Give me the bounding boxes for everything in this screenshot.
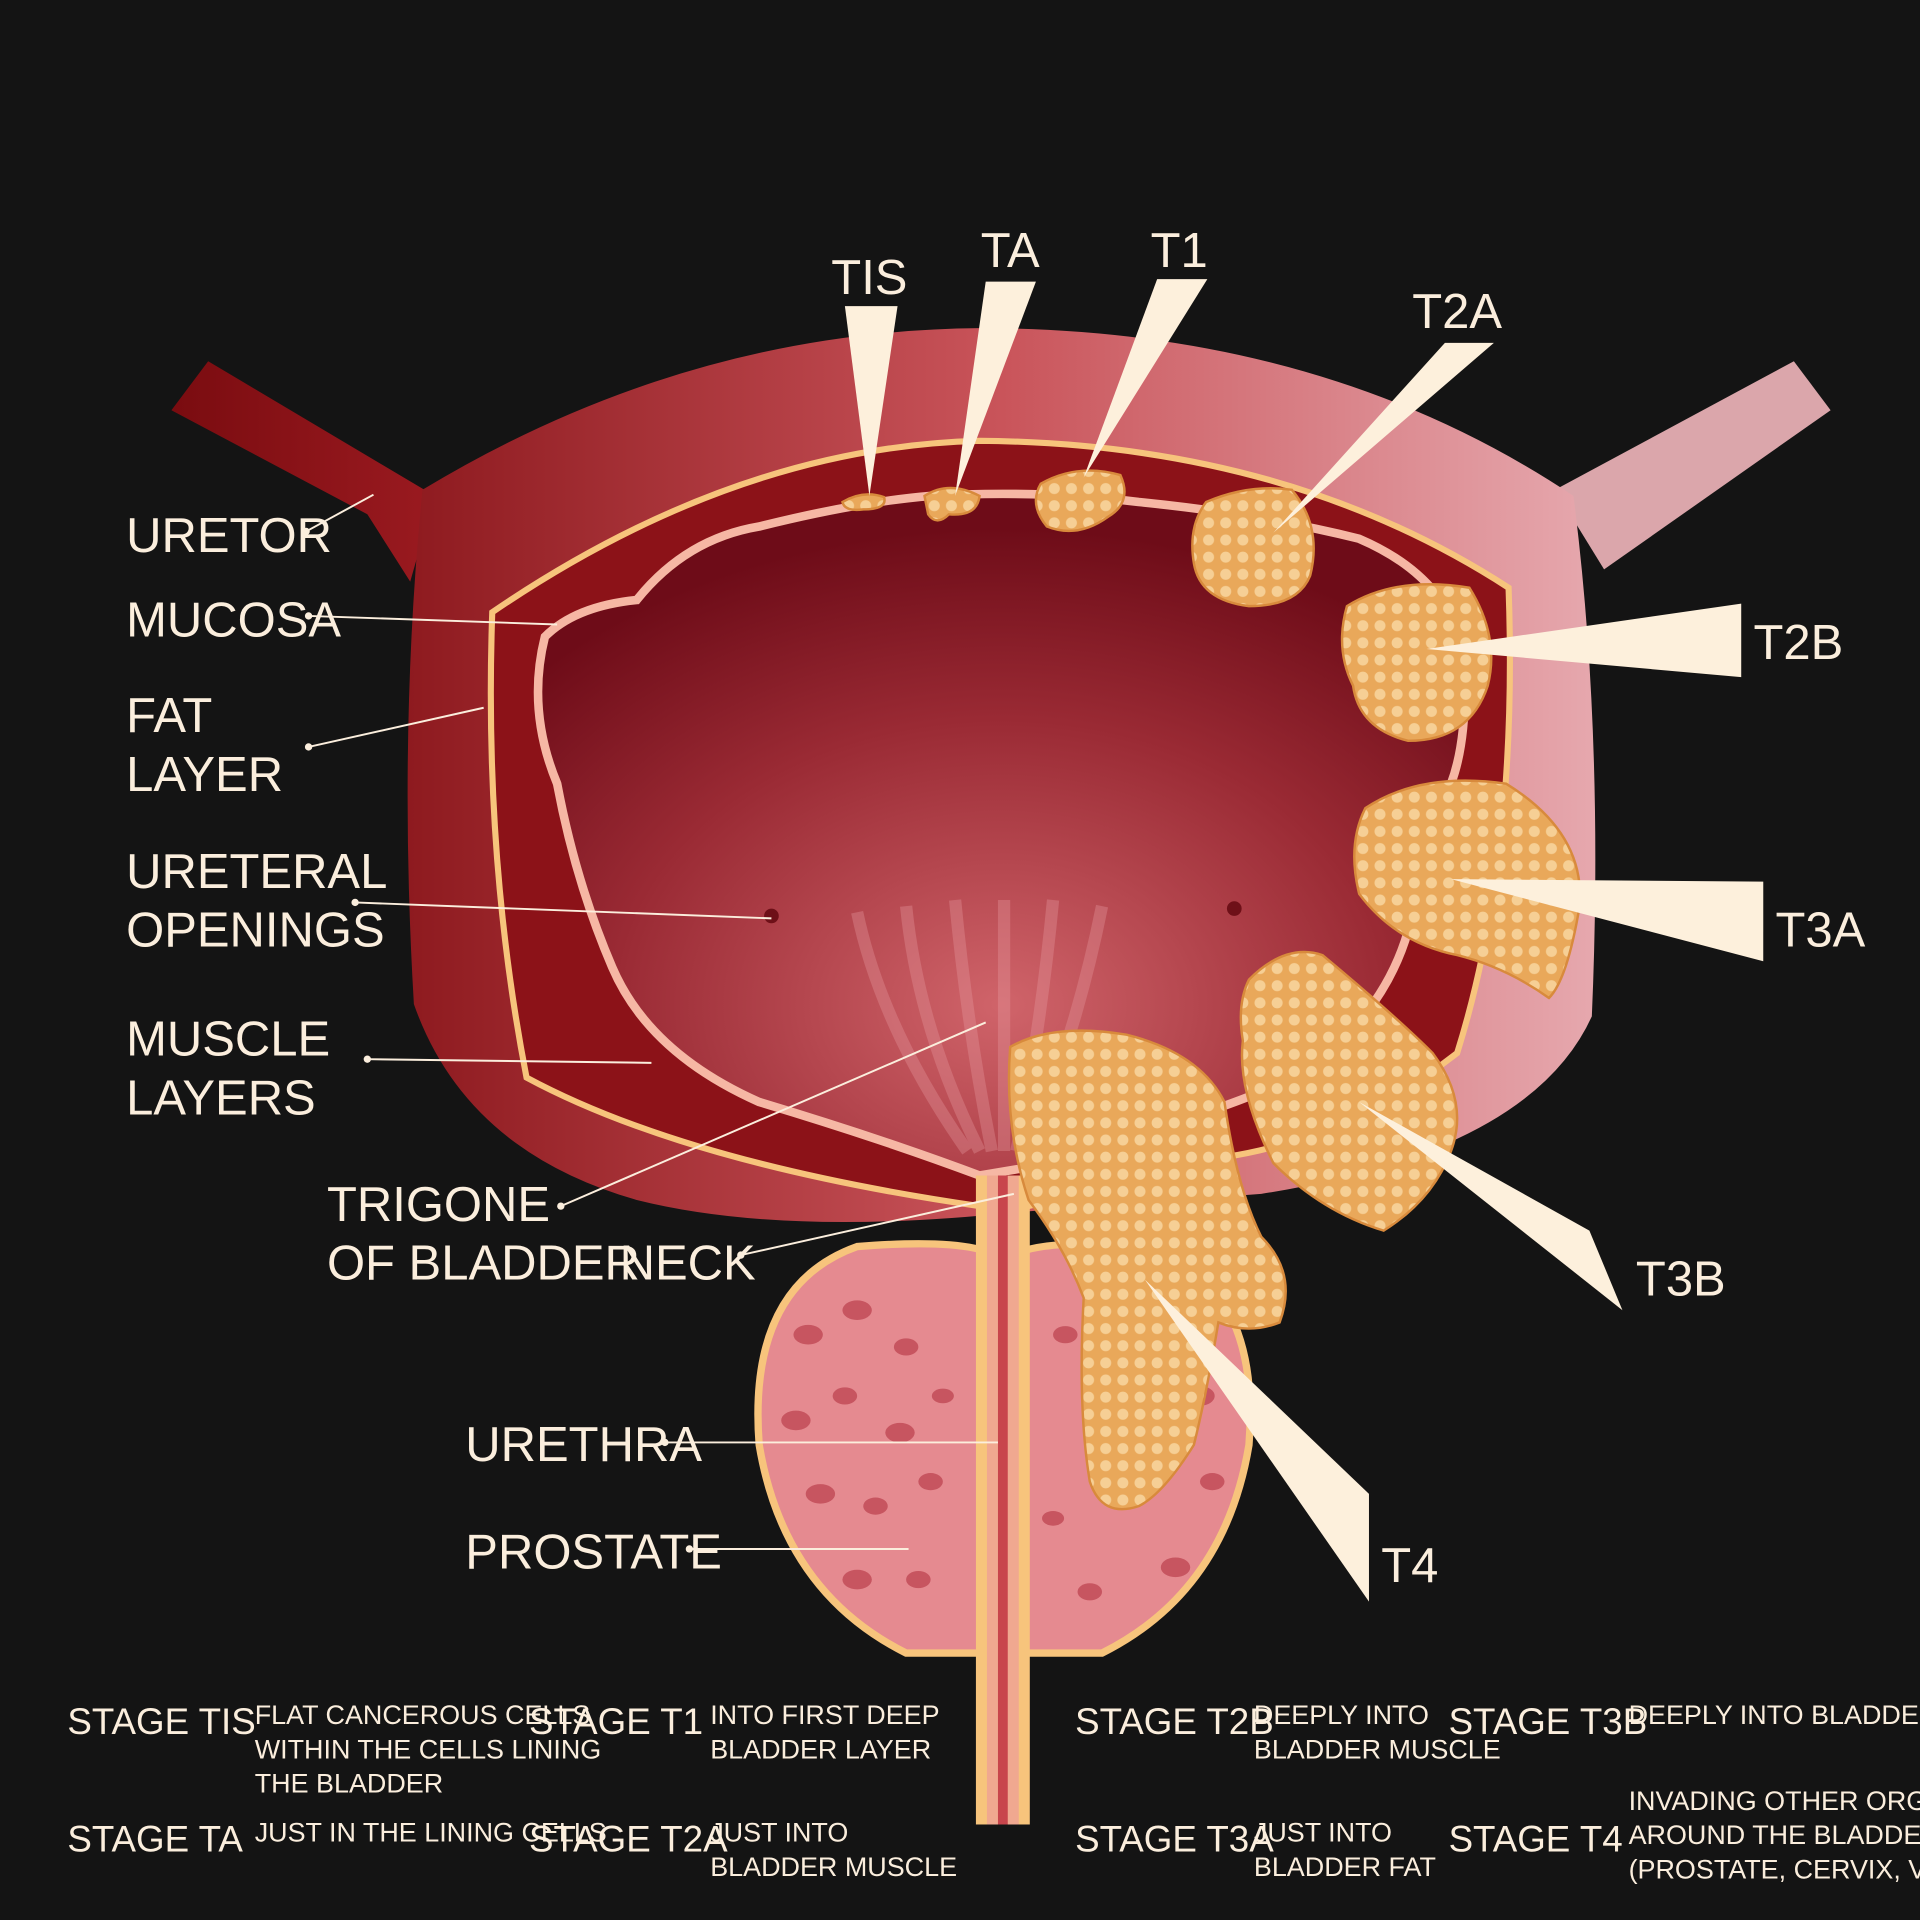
- legend-item-ta: STAGE TA JUST IN THE LINING CELLS: [67, 1818, 606, 1860]
- tumor-t3a: [1353, 779, 1582, 1000]
- right-ureter: [1555, 361, 1831, 570]
- svg-text:FLAT CANCEROUS CELLS: FLAT CANCEROUS CELLS: [255, 1700, 591, 1730]
- label-prostate: PROSTATE: [465, 1526, 722, 1580]
- tumor-t3b: [1239, 950, 1459, 1232]
- arrow-t3b: [1359, 1102, 1623, 1311]
- right-ureteral-opening: [1226, 901, 1242, 916]
- tumor-tis: [841, 493, 886, 512]
- svg-text:STAGE T3B: STAGE T3B: [1449, 1701, 1648, 1742]
- svg-text:STAGE T4: STAGE T4: [1449, 1818, 1623, 1859]
- svg-text:DEEPLY INTO: DEEPLY INTO: [1254, 1700, 1429, 1730]
- legend-item-t2b: STAGE T2B DEEPLY INTO BLADDER MUSCLE: [1075, 1700, 1501, 1764]
- legend-item-t2a: STAGE T2A JUST INTO BLADDER MUSCLE: [529, 1818, 957, 1882]
- label-ureteral-openings-2: OPENINGS: [126, 904, 385, 958]
- marker-ta: TA: [981, 224, 1040, 278]
- marker-tis: TIS: [831, 251, 907, 305]
- arrow-tis: [844, 306, 898, 496]
- svg-text:BLADDER MUSCLE: BLADDER MUSCLE: [1254, 1734, 1501, 1764]
- svg-text:THE BLADDER: THE BLADDER: [255, 1769, 443, 1799]
- svg-text:INTO FIRST DEEP: INTO FIRST DEEP: [710, 1700, 939, 1730]
- label-uretor: URETOR: [126, 509, 332, 563]
- marker-t3a: T3A: [1776, 904, 1866, 958]
- svg-text:BLADDER MUSCLE: BLADDER MUSCLE: [710, 1852, 957, 1882]
- marker-t2b: T2B: [1753, 616, 1843, 670]
- svg-text:DEEPLY INTO BLADDER FAT: DEEPLY INTO BLADDER FAT: [1629, 1700, 1920, 1730]
- tumor-t2b: [1340, 583, 1493, 743]
- svg-text:JUST IN THE LINING CELLS: JUST IN THE LINING CELLS: [255, 1818, 607, 1848]
- svg-text:AROUND THE BLADDER: AROUND THE BLADDER: [1629, 1820, 1920, 1850]
- urethra: [975, 1175, 1030, 1825]
- tumor-t4: [1007, 1029, 1287, 1511]
- label-trigone-1: TRIGONE: [327, 1178, 550, 1232]
- legend-item-t3b: STAGE T3B DEEPLY INTO BLADDER FAT: [1449, 1700, 1920, 1742]
- marker-t4: T4: [1381, 1539, 1438, 1593]
- prostate-ducts: [781, 1300, 1225, 1601]
- legend-item-tis: STAGE TIS FLAT CANCEROUS CELLS WITHIN TH…: [67, 1700, 601, 1799]
- tumor-t2a: [1191, 487, 1315, 608]
- svg-text:JUST INTO: JUST INTO: [1254, 1818, 1392, 1848]
- label-fat-layer-2: LAYER: [126, 748, 283, 802]
- marker-t3b: T3B: [1636, 1253, 1726, 1307]
- svg-text:WITHIN THE CELLS LINING: WITHIN THE CELLS LINING: [255, 1734, 602, 1764]
- tumor-ta: [923, 486, 981, 522]
- tumor-t1: [1034, 469, 1126, 533]
- left-ureteral-opening: [764, 908, 779, 924]
- svg-text:BLADDER FAT: BLADDER FAT: [1254, 1852, 1436, 1882]
- label-trigone-2: OF BLADDER: [327, 1237, 640, 1291]
- svg-text:STAGE T2A: STAGE T2A: [529, 1818, 728, 1859]
- stage-markers: TIS TA T1 T2A T2B T3A T3B T4: [831, 224, 1865, 1593]
- anatomy-labels: URETOR MUCOSA FAT LAYER URETERAL OPENING…: [126, 493, 1015, 1580]
- svg-text:INVADING OTHER ORGANS: INVADING OTHER ORGANS: [1629, 1786, 1920, 1816]
- label-muscle-layers-1: MUSCLE: [126, 1013, 330, 1067]
- svg-text:(PROSTATE, CERVIX, VAGINA): (PROSTATE, CERVIX, VAGINA): [1629, 1854, 1920, 1884]
- legend-item-t4: STAGE T4 INVADING OTHER ORGANS AROUND TH…: [1449, 1786, 1920, 1885]
- svg-text:BLADDER LAYER: BLADDER LAYER: [710, 1734, 931, 1764]
- svg-text:JUST INTO: JUST INTO: [710, 1818, 848, 1848]
- label-neck: NECK: [620, 1237, 756, 1291]
- label-ureteral-openings-1: URETERAL: [126, 845, 387, 899]
- label-muscle-layers-2: LAYERS: [126, 1071, 316, 1125]
- marker-t1: T1: [1151, 224, 1208, 278]
- svg-text:STAGE T1: STAGE T1: [529, 1701, 703, 1742]
- svg-text:STAGE TA: STAGE TA: [67, 1818, 243, 1859]
- tumors: [841, 469, 1582, 1511]
- arrow-t4: [1144, 1279, 1369, 1602]
- legend-item-t3a: STAGE T3A JUST INTO BLADDER FAT: [1075, 1818, 1436, 1882]
- label-mucosa: MUCOSA: [126, 594, 341, 648]
- label-fat-layer-1: FAT: [126, 689, 212, 743]
- svg-text:STAGE T2B: STAGE T2B: [1075, 1701, 1274, 1742]
- svg-text:STAGE TIS: STAGE TIS: [67, 1701, 255, 1742]
- marker-t2a: T2A: [1412, 285, 1502, 339]
- legend-item-t1: STAGE T1 INTO FIRST DEEP BLADDER LAYER: [529, 1700, 940, 1764]
- svg-text:STAGE T3A: STAGE T3A: [1075, 1818, 1274, 1859]
- left-ureter: [171, 361, 435, 582]
- arrow-t2b: [1426, 603, 1742, 678]
- arrow-ta: [955, 281, 1036, 496]
- staging-legend: STAGE TIS FLAT CANCEROUS CELLS WITHIN TH…: [67, 1700, 1920, 1884]
